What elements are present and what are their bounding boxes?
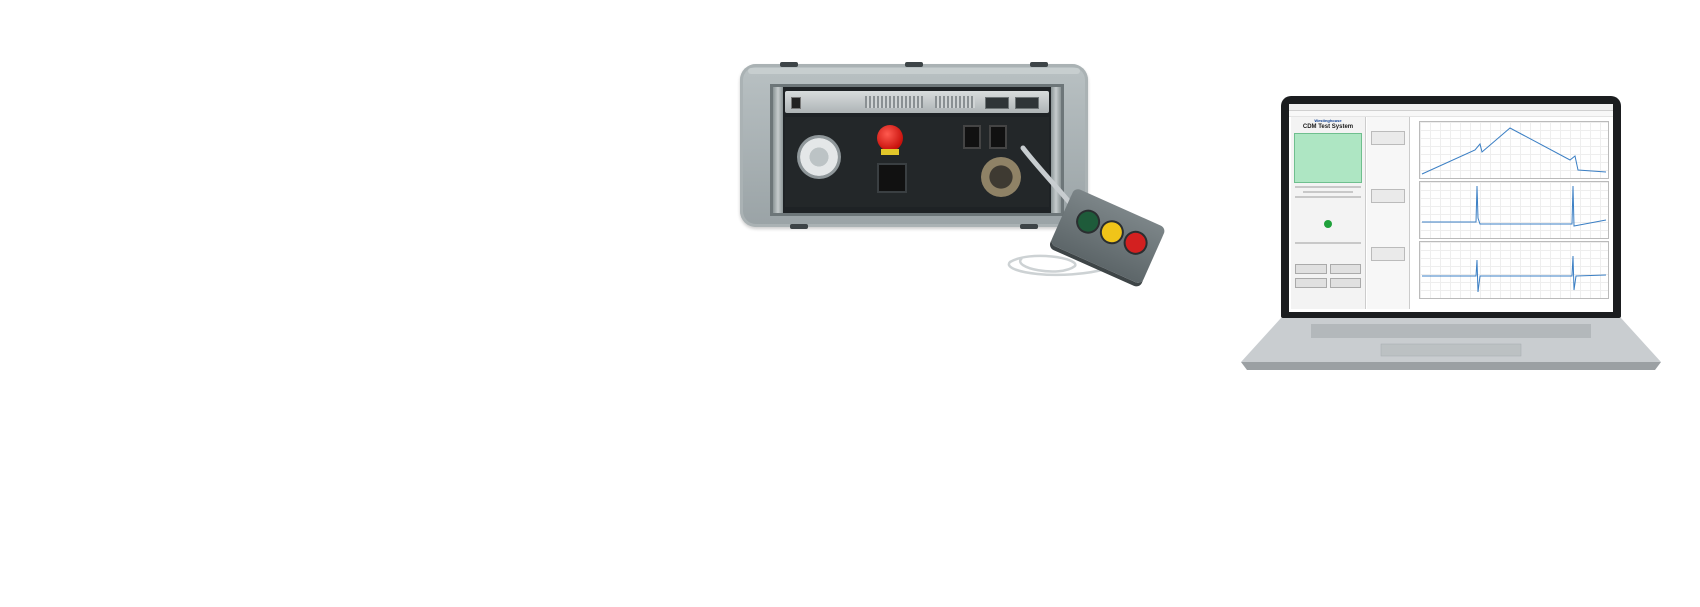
readout-column [1367, 117, 1410, 309]
case-latch [905, 62, 923, 67]
estop-collar [881, 149, 899, 155]
divider [1295, 242, 1361, 244]
trace-1 [1421, 127, 1607, 175]
power-supply-unit [785, 91, 1049, 113]
app-title: CDM Test System [1302, 124, 1354, 130]
divider [1295, 196, 1361, 198]
status-panel [1294, 133, 1362, 183]
readout-table [1371, 131, 1405, 145]
vent-grille [865, 96, 923, 108]
app-button[interactable] [1329, 278, 1361, 288]
window-menubar [1289, 111, 1613, 117]
connector-panel [785, 117, 1049, 207]
small-connector [989, 125, 1007, 149]
rack-rail [773, 87, 783, 213]
window-titlebar [1289, 104, 1613, 111]
app-window: Westinghouse CDM Test System [1289, 104, 1613, 312]
plot-area [1411, 117, 1611, 307]
plot-3 [1419, 241, 1609, 299]
rack-rail [1051, 87, 1061, 213]
power-inlet [797, 135, 841, 179]
brand-logo: Westinghouse [1314, 118, 1342, 123]
psu-display [985, 97, 1009, 109]
red-pushbutton[interactable] [1119, 226, 1152, 259]
app-button[interactable] [1295, 264, 1327, 274]
emergency-stop-button[interactable] [877, 125, 903, 151]
power-switch[interactable] [791, 97, 801, 109]
laptop-keyboard-deck [1241, 318, 1661, 370]
case-latch [780, 62, 798, 67]
status-led [1324, 220, 1332, 228]
case-rim [748, 68, 1080, 74]
readout-table [1371, 189, 1405, 203]
plot-2 [1419, 181, 1609, 239]
app-button[interactable] [1329, 264, 1361, 274]
laptop-screen: Westinghouse CDM Test System [1281, 96, 1621, 318]
case-latch [790, 224, 808, 229]
app-button[interactable] [1295, 278, 1327, 288]
outlet-socket [877, 163, 907, 193]
case-latch [1030, 62, 1048, 67]
vent-grille [935, 96, 975, 108]
trace-2 [1422, 185, 1607, 227]
plot-1 [1419, 121, 1609, 179]
case-latch [1020, 224, 1038, 229]
divider [1295, 186, 1361, 188]
small-connector [963, 125, 981, 149]
field [1303, 191, 1353, 193]
equipment-case [740, 62, 1088, 229]
equipment-rack [770, 84, 1064, 216]
circular-connector [981, 157, 1021, 197]
psu-display [1015, 97, 1039, 109]
readout-table [1371, 247, 1405, 261]
control-panel: Westinghouse CDM Test System [1291, 117, 1366, 309]
trace-3 [1422, 255, 1607, 293]
